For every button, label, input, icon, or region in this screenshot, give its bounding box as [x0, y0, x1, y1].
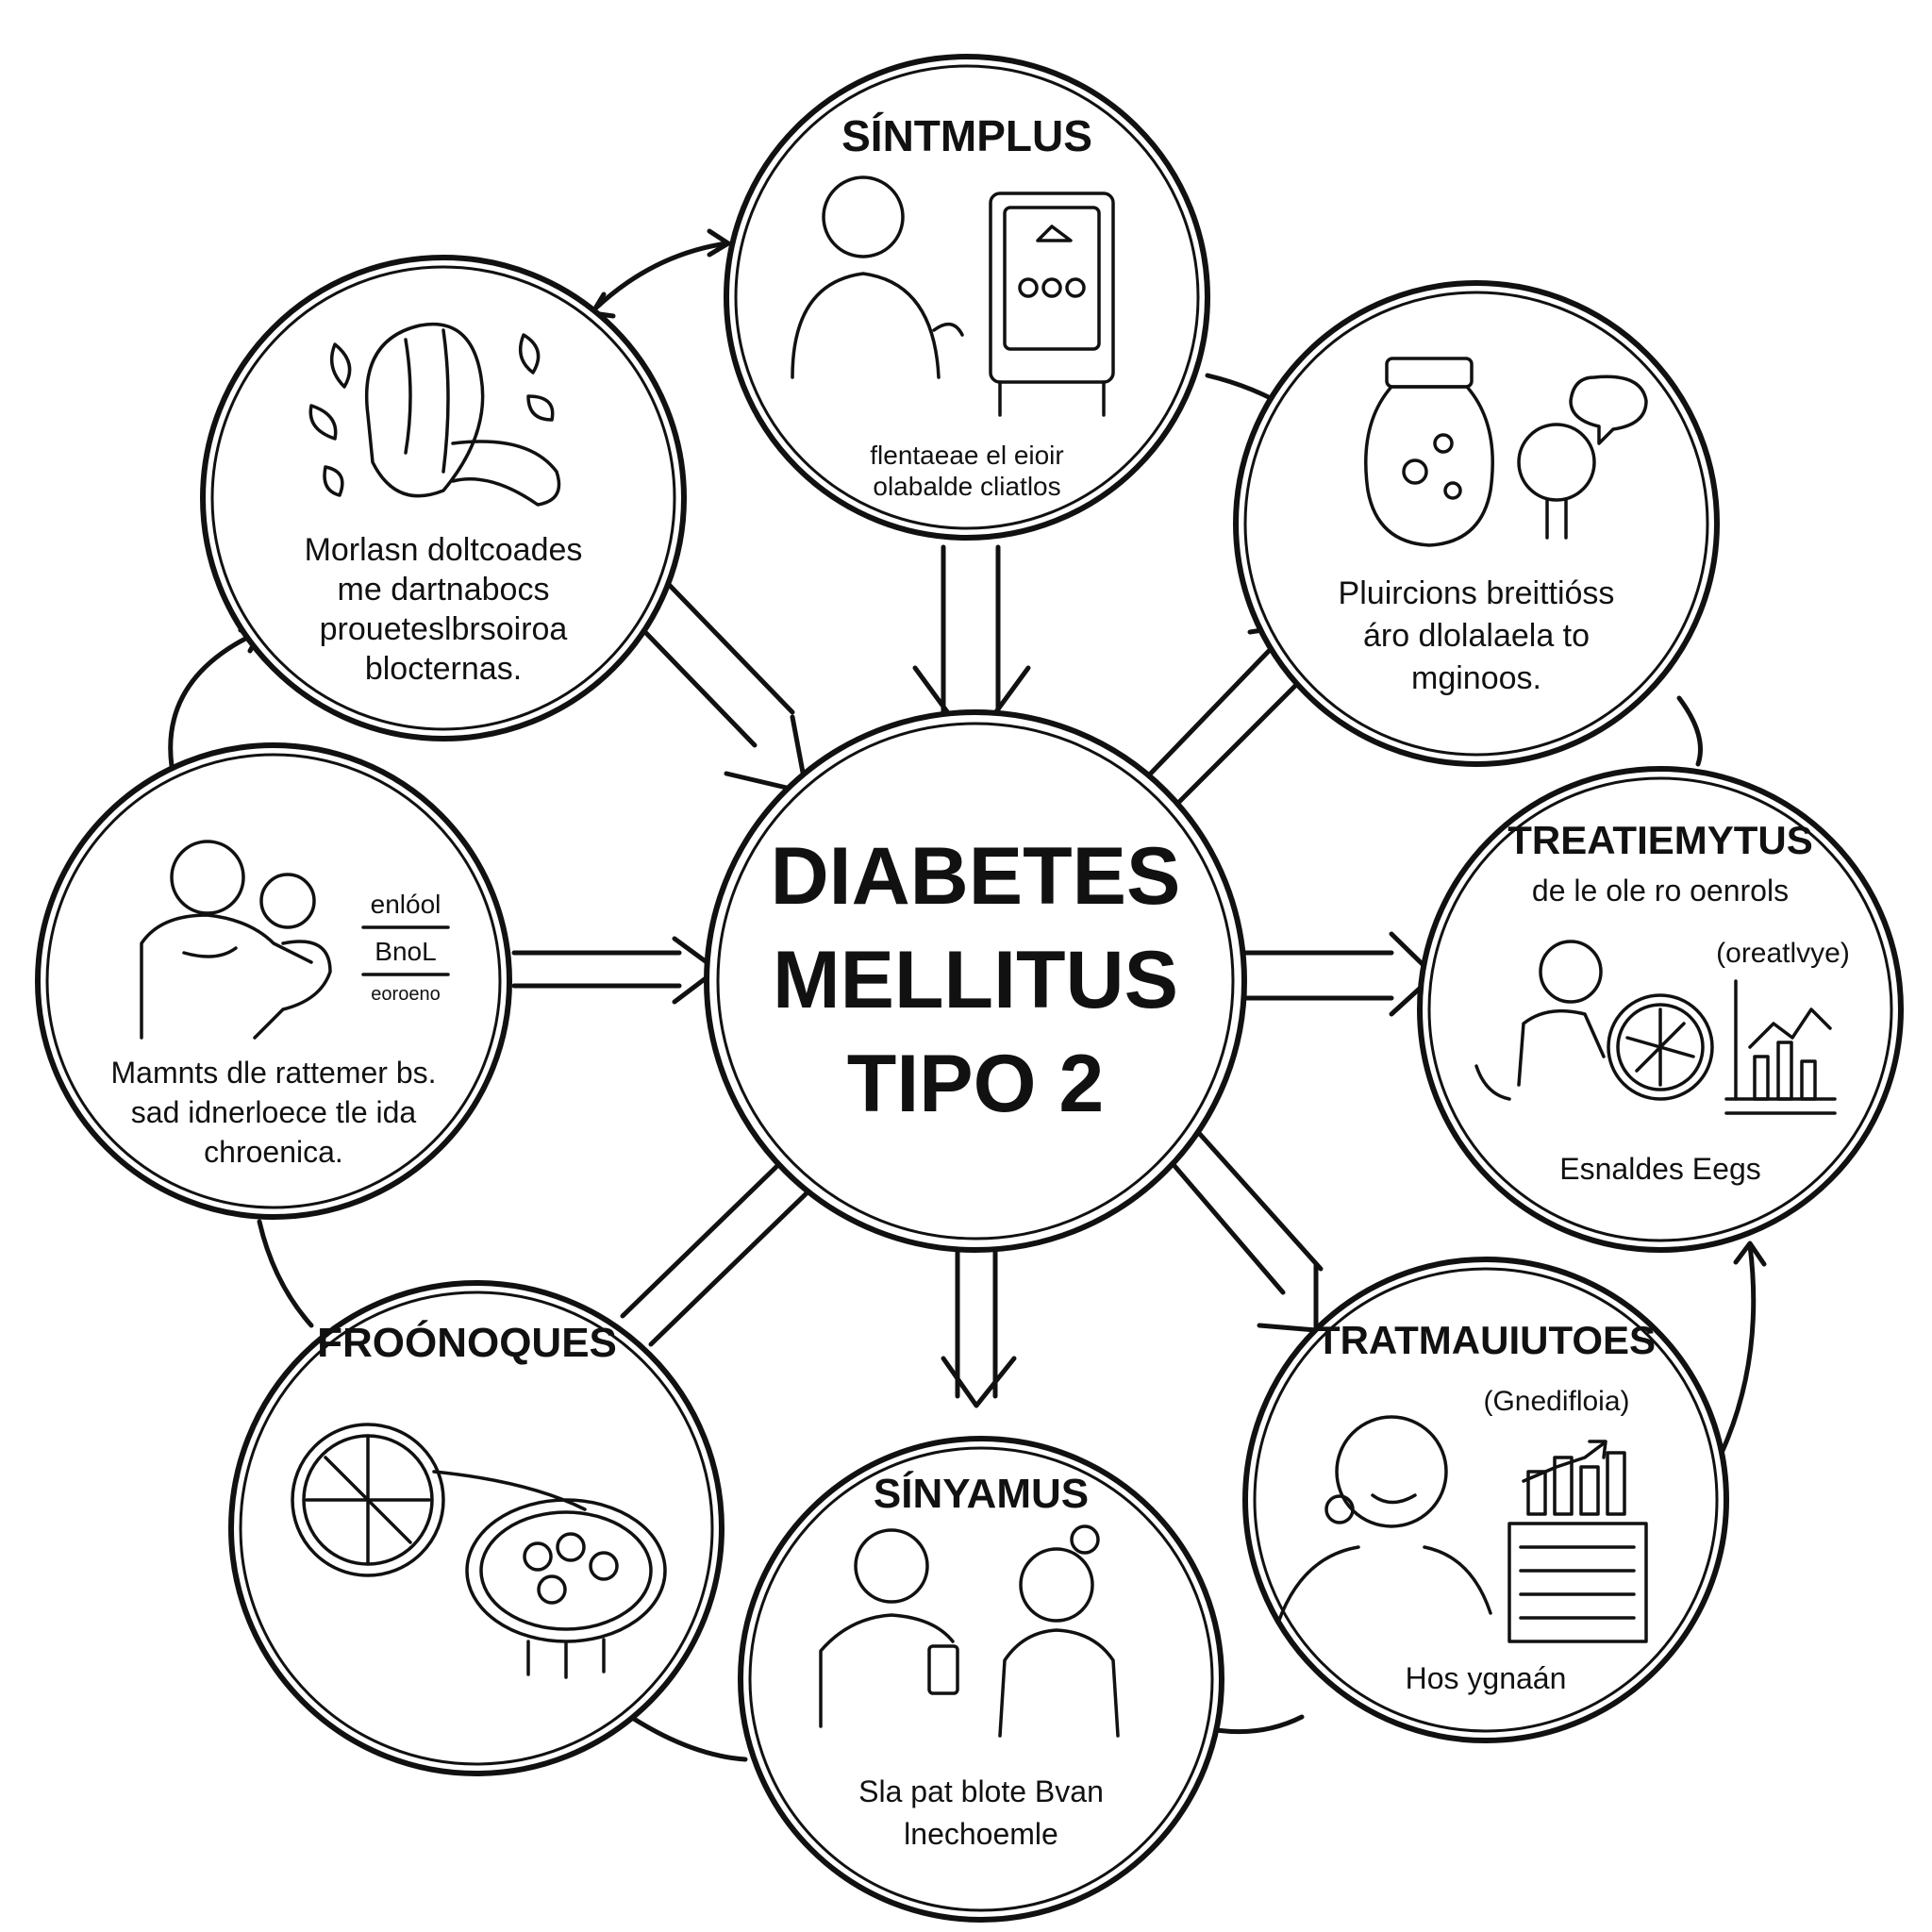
boy-icon — [1474, 940, 1606, 1101]
node-bottom-left: FROÓNOQUES — [228, 1280, 724, 1776]
node-top-left: Morlasn doltcoades me dartnabocs prouete… — [200, 255, 687, 741]
leaf-icon — [308, 333, 555, 497]
arc-left-bottomleft — [257, 1219, 314, 1328]
node-top-right-caption-line2: áro dlolalaela to — [1363, 618, 1590, 654]
arc-bottomright-right — [1719, 1242, 1757, 1456]
node-top: SÍNTMPLUS flentaeae el eioir olabalde cl… — [724, 54, 1210, 541]
node-top-left-caption-line4: blocternas. — [365, 651, 522, 687]
node-left-caption-line1: Mamnts dle rattemer bs. — [111, 1056, 437, 1090]
arrow-center-to-bottomright — [1167, 1129, 1324, 1333]
speech-bubble-icon — [1517, 375, 1648, 540]
node-bottom-right: TRATMAUIUTOES (Gnedifloia) Hos ygnaán — [1242, 1257, 1729, 1743]
arrow-center-to-right — [1238, 931, 1437, 1017]
center-title-line3: TIPO 2 — [847, 1039, 1104, 1129]
magnifier-icon — [253, 873, 332, 1040]
node-top-title: SÍNTMPLUS — [841, 111, 1092, 160]
center-title-line1: DIABETES — [771, 831, 1181, 922]
node-bottom-title: SÍNYAMUS — [874, 1470, 1089, 1517]
node-left-side-label-3: eoroeno — [371, 984, 440, 1005]
node-top-right-caption-line1: Pluircions breittióss — [1339, 575, 1615, 611]
arrow-left-to-center — [511, 936, 720, 1005]
node-left-caption-line3: chroenica. — [204, 1135, 343, 1169]
node-top-right-caption-line3: mginoos. — [1411, 660, 1541, 696]
node-top-caption-line1: flentaeae el eioir — [870, 441, 1063, 470]
node-bottom-left-title: FROÓNOQUES — [317, 1319, 617, 1366]
node-right-tag: (oreatlvye) — [1716, 938, 1850, 969]
arrow-center-to-bottom — [941, 1233, 1017, 1408]
node-top-left-caption-line3: proueteslbrsoiroa — [320, 611, 568, 647]
person-icon — [791, 175, 964, 379]
jar-icon — [1364, 357, 1494, 547]
arc-left-topleft — [168, 631, 258, 769]
node-right-subtitle: de le ole ro oenrols — [1532, 874, 1789, 908]
node-top-left-caption-line1: Morlasn doltcoades — [305, 532, 583, 568]
node-top-caption-line2: olabalde cliatlos — [873, 472, 1060, 501]
arrow-center-to-bottomleft — [620, 1158, 814, 1347]
woman-icon — [998, 1524, 1120, 1738]
node-bottom-right-title: TRATMAUIUTOES — [1316, 1318, 1656, 1362]
bar-chart-icon — [1724, 979, 1837, 1115]
pancreas-hands-icon — [365, 323, 561, 507]
node-right-caption: Esnaldes Eegs — [1559, 1152, 1760, 1186]
node-left-side-label-1: enlóol — [371, 890, 441, 919]
node-right: TREATIEMYTUS de le ole ro oenrols (oreat… — [1417, 766, 1904, 1253]
center-node: DIABETES MELLITUS TIPO 2 — [704, 709, 1247, 1253]
arc-topleft-top — [590, 241, 729, 314]
cell-diagram-icon — [1607, 993, 1714, 1101]
node-bottom: SÍNYAMUS Sla pat blote Bvan lnechoemle — [738, 1436, 1224, 1923]
node-bottom-right-tag: (Gnedifloia) — [1483, 1386, 1629, 1417]
document-icon — [1507, 1522, 1648, 1643]
node-top-right: Pluircions breittióss áro dlolalaela to … — [1233, 280, 1720, 767]
growth-chart-icon — [1522, 1440, 1626, 1516]
node-left: enlóol BnoL eoroeno Mamnts dle rattemer … — [35, 742, 512, 1220]
node-bottom-caption-line1: Sla pat blote Bvan — [858, 1774, 1104, 1808]
arc-topright-right — [1676, 695, 1703, 767]
node-right-title: TREATIEMYTUS — [1507, 818, 1813, 862]
node-bottom-right-caption: Hos ygnaán — [1406, 1661, 1567, 1695]
center-title-line2: MELLITUS — [773, 935, 1178, 1025]
man-icon — [140, 840, 313, 1040]
man-with-phone-icon — [819, 1528, 959, 1728]
node-left-side-label-2: BnoL — [375, 937, 436, 966]
node-left-caption-line2: sad idnerloece tle ida — [131, 1095, 417, 1129]
woman-portrait-icon — [1276, 1415, 1492, 1624]
organ-cross-section-icon — [291, 1423, 667, 1679]
node-top-left-caption-line2: me dartnabocs — [338, 572, 550, 608]
glucose-monitor-icon — [989, 192, 1115, 417]
node-bottom-caption-line2: lnechoemle — [904, 1817, 1058, 1851]
